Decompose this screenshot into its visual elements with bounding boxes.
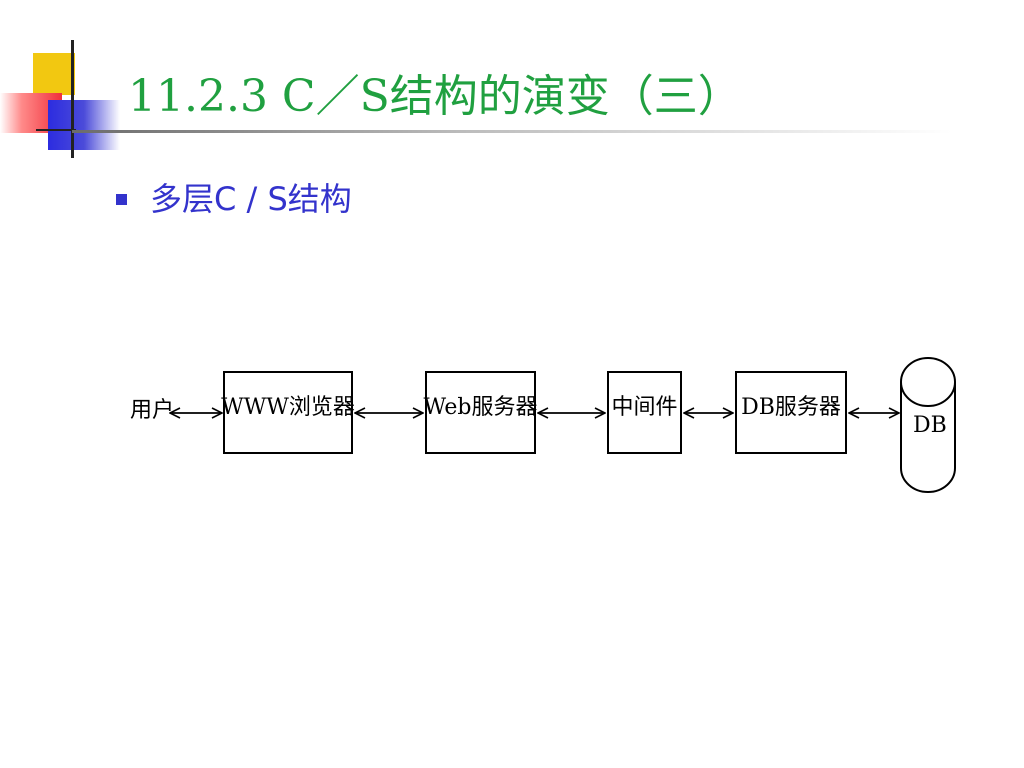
slide-title: 11.2.3 C／S结构的演变（三） <box>128 71 742 122</box>
title-underline <box>72 130 952 133</box>
database-label: DB <box>913 413 947 438</box>
logo-yellow-square <box>33 53 75 95</box>
user-label: 用户 <box>130 398 175 423</box>
bullet-text: 多层C / S结构 <box>150 180 352 218</box>
browser-node: WWW浏览器 <box>221 371 355 454</box>
logo-horizontal-line <box>36 129 76 131</box>
web-server-node: Web服务器 <box>424 371 537 454</box>
slide-logo-decoration <box>0 40 130 160</box>
logo-blue-square <box>48 100 120 150</box>
db-server-node: DB服务器 <box>735 371 847 454</box>
middleware-node: 中间件 <box>607 371 682 454</box>
database-cylinder-icon <box>900 357 956 493</box>
logo-vertical-line <box>71 40 74 158</box>
bullet-icon <box>116 194 127 205</box>
